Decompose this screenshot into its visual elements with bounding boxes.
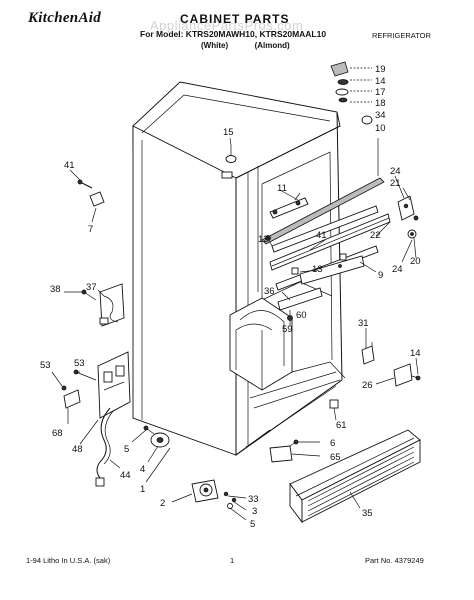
appliance-type: REFRIGERATOR <box>372 31 431 40</box>
callout-36: 36 <box>264 286 275 297</box>
brand-logo: KitchenAid <box>28 10 102 26</box>
callout-48: 48 <box>72 444 83 455</box>
callout-24b: 24 <box>392 264 403 275</box>
callout-2: 2 <box>160 498 165 509</box>
callout-41b: 41 <box>316 230 327 241</box>
part-11-bracket <box>269 192 309 219</box>
part-15-button <box>225 145 237 163</box>
callout-38: 38 <box>50 284 61 295</box>
callout-53a: 53 <box>74 358 85 369</box>
callout-5a: 5 <box>124 444 129 455</box>
top-hinge-parts <box>330 61 372 103</box>
part-26-bracket <box>361 342 421 387</box>
callout-19: 19 <box>375 64 386 75</box>
callout-37: 37 <box>86 282 97 293</box>
callout-59: 59 <box>282 324 293 335</box>
variant-almond: (Almond) <box>254 41 290 50</box>
callout-21: 21 <box>390 178 401 189</box>
callout-33: 33 <box>248 494 259 505</box>
callout-3: 3 <box>252 506 257 517</box>
part-41-screw <box>77 179 105 207</box>
part-35-grille <box>289 429 421 524</box>
callout-5b: 5 <box>250 519 255 530</box>
callout-20: 20 <box>410 256 421 267</box>
callout-44: 44 <box>120 470 131 481</box>
callout-7: 7 <box>88 224 93 235</box>
part-61-clip <box>329 399 339 409</box>
callout-14b: 14 <box>410 348 421 359</box>
callout-9: 9 <box>378 270 383 281</box>
callout-numbers: 19 14 17 18 34 10 15 41 7 11 24 21 12 41… <box>40 64 421 530</box>
part-12-rail <box>265 205 379 253</box>
callout-4: 4 <box>140 464 145 475</box>
callout-31: 31 <box>358 318 369 329</box>
watermark: AppliancePartsPros.com <box>150 18 304 33</box>
callout-60: 60 <box>296 310 307 321</box>
footer-page-number: 1 <box>230 556 235 565</box>
callout-14: 14 <box>375 76 386 87</box>
footer-print-info: 1-94 Litho In U.S.A. (sak) <box>26 556 111 565</box>
callout-6: 6 <box>330 438 335 449</box>
callout-11: 11 <box>277 183 287 194</box>
callout-35: 35 <box>362 508 373 519</box>
callout-61: 61 <box>336 420 347 431</box>
callout-18: 18 <box>375 98 386 109</box>
callout-41a: 41 <box>64 160 75 171</box>
callout-10: 10 <box>375 123 386 134</box>
callout-65: 65 <box>330 452 341 463</box>
callout-26: 26 <box>362 380 373 391</box>
model-line: For Model: KTRS20MAWH10, KTRS20MAAL10 <box>140 29 327 39</box>
part-10-strip <box>261 138 385 245</box>
leader-lines <box>51 137 419 521</box>
callout-34: 34 <box>375 110 386 121</box>
page-title: CABINET PARTS <box>180 12 290 26</box>
callout-24a: 24 <box>390 166 401 177</box>
part-2-roller <box>191 479 237 509</box>
part-34-plug <box>361 115 373 125</box>
part-21-end-bracket <box>397 195 419 239</box>
footer-part-number: Part No. 4379249 <box>365 556 424 565</box>
callout-22: 22 <box>370 230 381 241</box>
variant-white: (White) <box>201 41 229 50</box>
callout-17: 17 <box>375 87 386 98</box>
part-37-wire-bracket <box>81 283 125 327</box>
part-4-leveler <box>143 425 170 448</box>
part-65-bracket <box>269 439 299 463</box>
part-9-plate <box>299 255 365 285</box>
part-48-control-box <box>61 351 131 487</box>
callout-15: 15 <box>223 127 234 138</box>
callout-12: 12 <box>258 234 269 245</box>
part-36-bracket <box>277 287 323 311</box>
callout-68: 68 <box>52 428 63 439</box>
callout-53b: 53 <box>40 360 51 371</box>
color-variants: (White) (Almond) <box>201 41 290 50</box>
callout-1: 1 <box>140 484 145 495</box>
callout-13: 13 <box>312 264 323 275</box>
